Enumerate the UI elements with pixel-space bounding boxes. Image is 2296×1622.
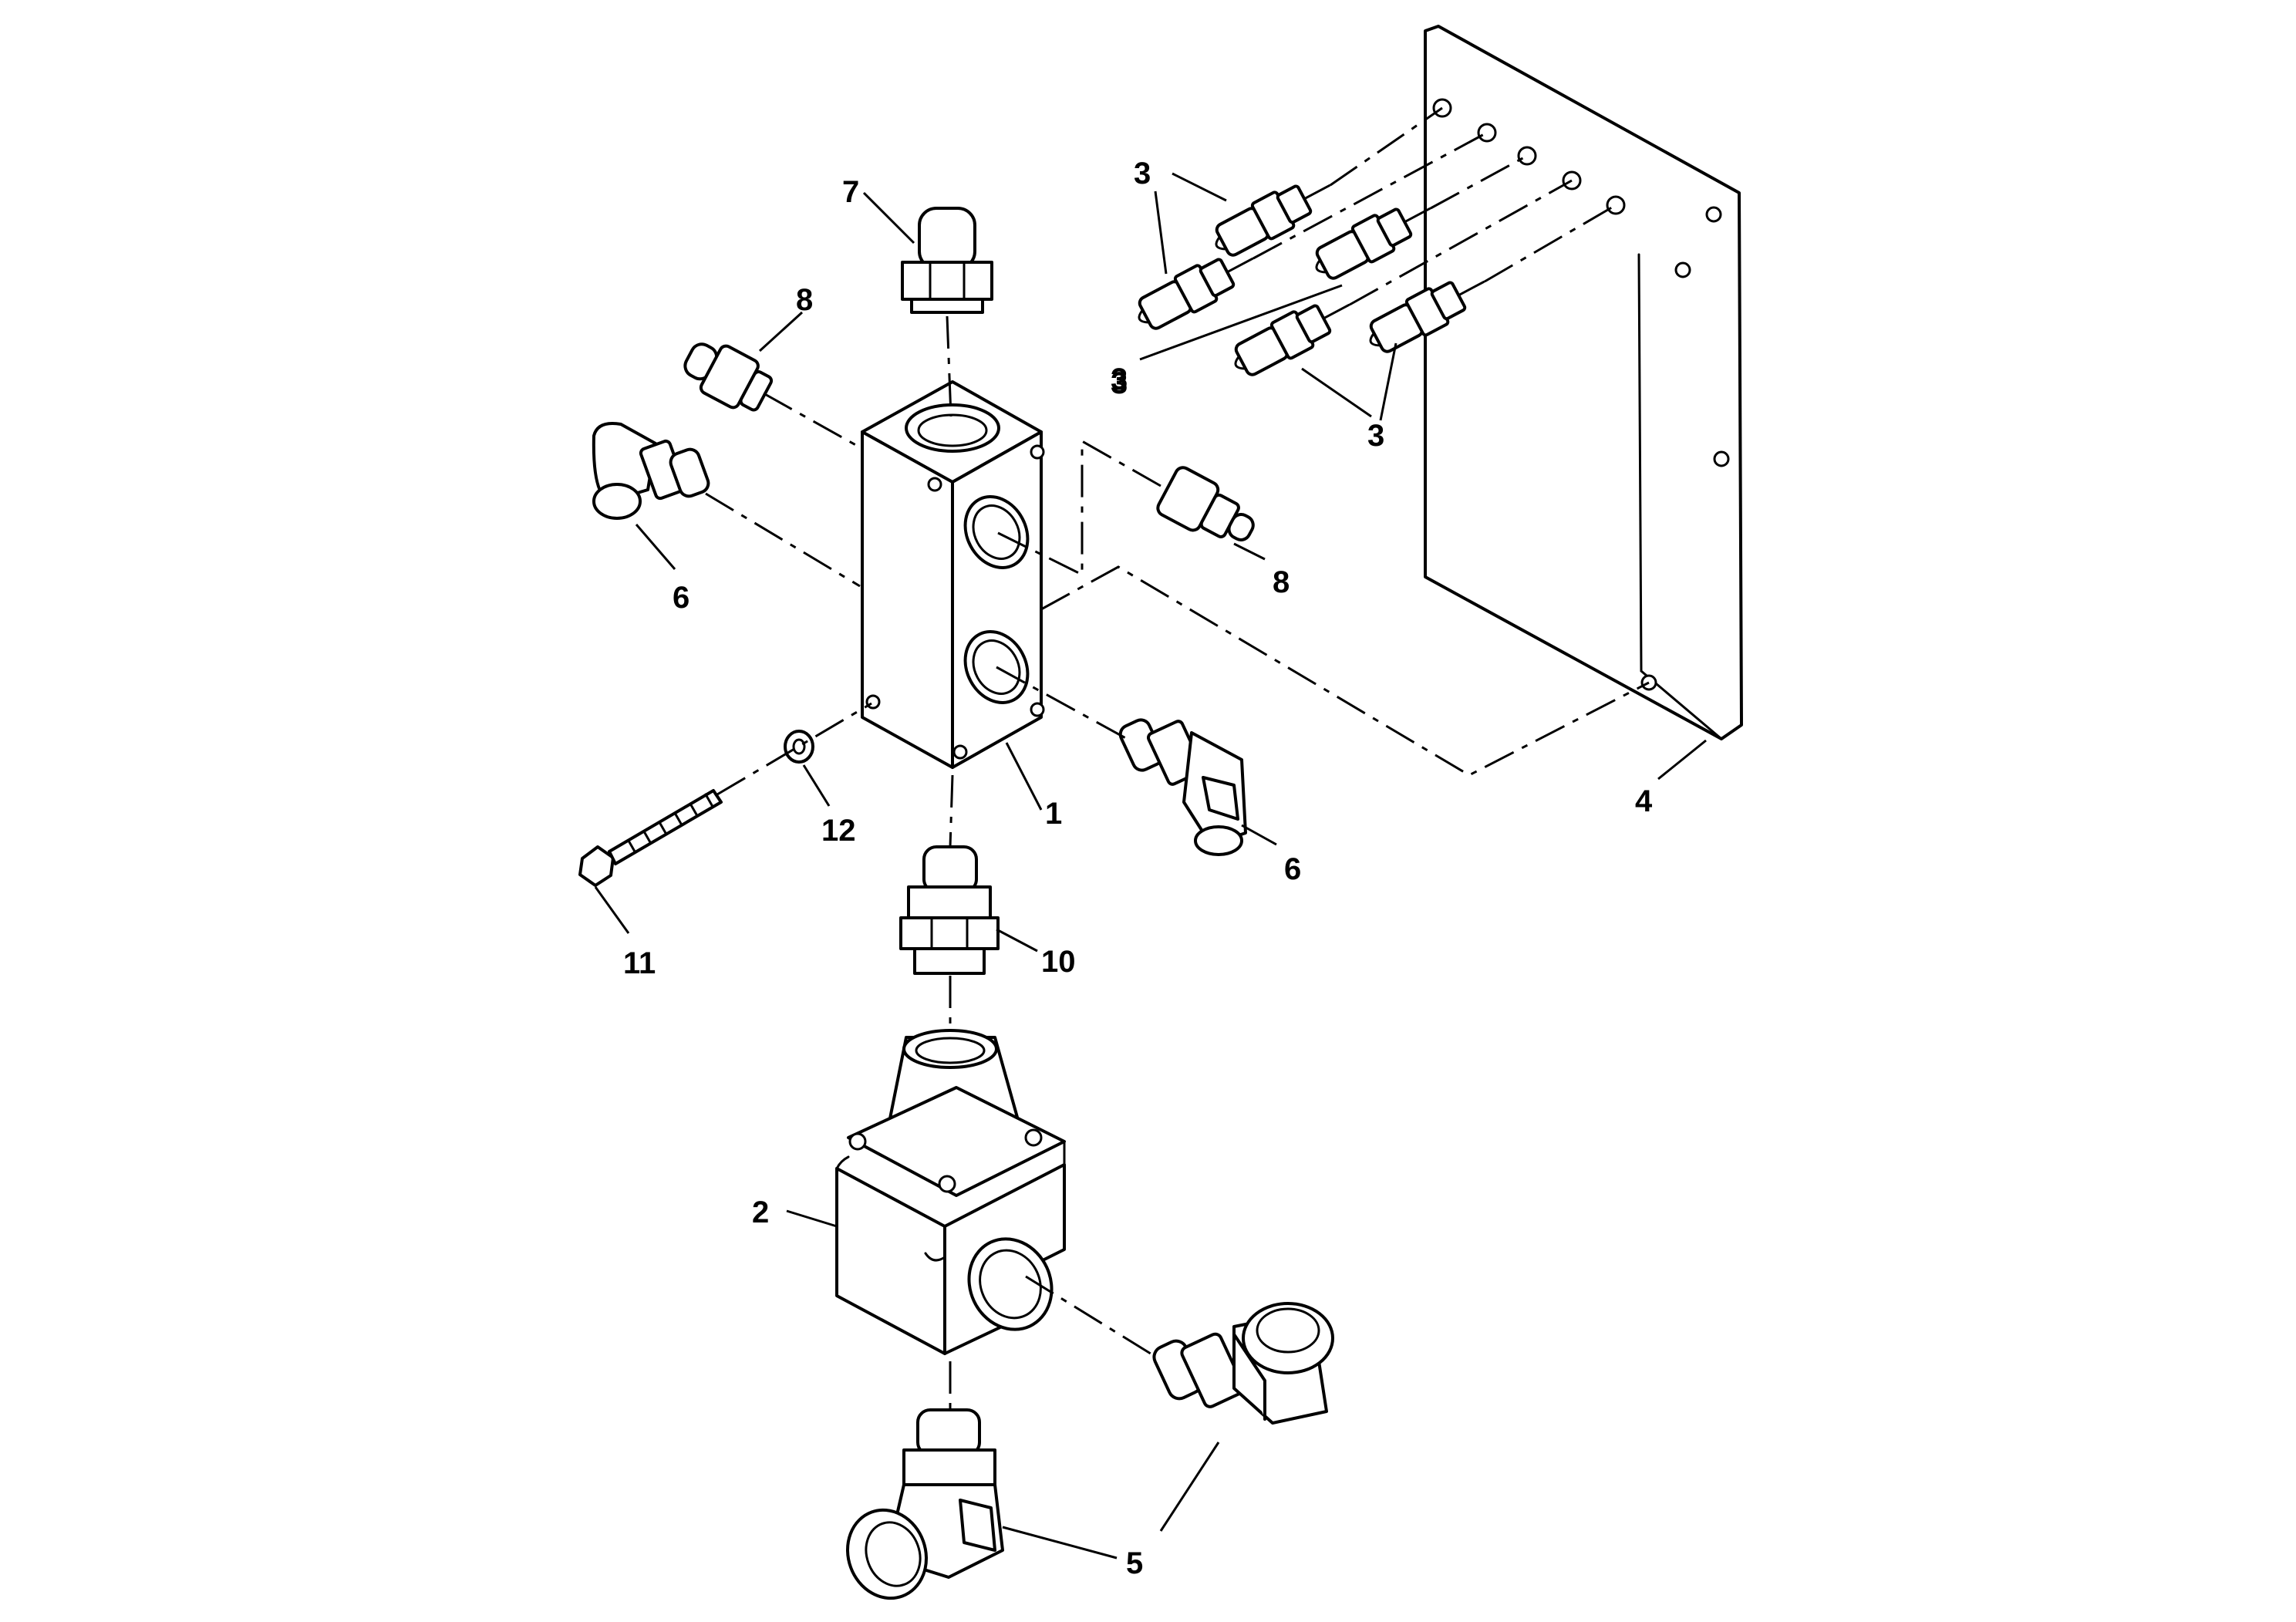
bolt	[578, 789, 723, 887]
axis-block-to-nipple	[949, 774, 954, 848]
sensor-group	[1138, 106, 1617, 376]
callout-4: 4	[1635, 784, 1653, 818]
axis-plate-bolt	[1040, 565, 1650, 777]
callout-10: 10	[1041, 945, 1076, 979]
callout-3a: 3	[1134, 157, 1151, 191]
valve-block	[861, 380, 1045, 769]
top-fitting	[901, 207, 993, 314]
axis-top	[946, 315, 952, 417]
axis-right-elbow	[996, 666, 1131, 742]
callout-8b: 8	[1273, 565, 1290, 599]
right-fitting	[1156, 466, 1255, 541]
callout-6b: 6	[1284, 852, 1301, 886]
callout-6a: 6	[673, 581, 689, 615]
callout-7: 7	[842, 175, 859, 209]
bottom-elbow	[845, 1408, 1004, 1600]
right-elbow	[1118, 718, 1247, 856]
regulator-valve	[835, 1029, 1066, 1355]
sensor-3	[1315, 207, 1431, 280]
axis-left-elbow	[705, 492, 861, 588]
left-fitting	[683, 342, 774, 412]
left-elbow	[592, 422, 710, 520]
callout-3d: 3	[1111, 366, 1128, 400]
sensor-4	[1234, 303, 1350, 376]
callout-labels: 1 2 3 3 3 3 4 5 6 6 7 8 8 10 11 12	[623, 157, 1653, 1580]
sensor-1	[1215, 184, 1331, 257]
callout-5: 5	[1126, 1546, 1143, 1580]
washer	[784, 730, 814, 764]
axis-right-fitting	[996, 439, 1161, 577]
callout-1: 1	[1045, 797, 1062, 831]
callout-8a: 8	[796, 283, 813, 317]
axis-bolt	[716, 702, 872, 796]
callout-11: 11	[623, 946, 656, 980]
leader-lines	[594, 172, 1707, 1560]
callout-3c: 3	[1367, 419, 1384, 453]
mounting-plate	[1424, 25, 1743, 740]
sensor-5	[1369, 280, 1485, 353]
lower-right-elbow	[1152, 1302, 1334, 1425]
callout-3b: 3	[1111, 363, 1128, 396]
axis-left-fitting	[763, 392, 861, 449]
axis-regulator-side	[1025, 1275, 1158, 1359]
callout-2: 2	[752, 1195, 769, 1229]
nipple-fitting	[899, 845, 1000, 975]
sensor-2	[1138, 257, 1254, 330]
callout-12: 12	[821, 814, 856, 848]
